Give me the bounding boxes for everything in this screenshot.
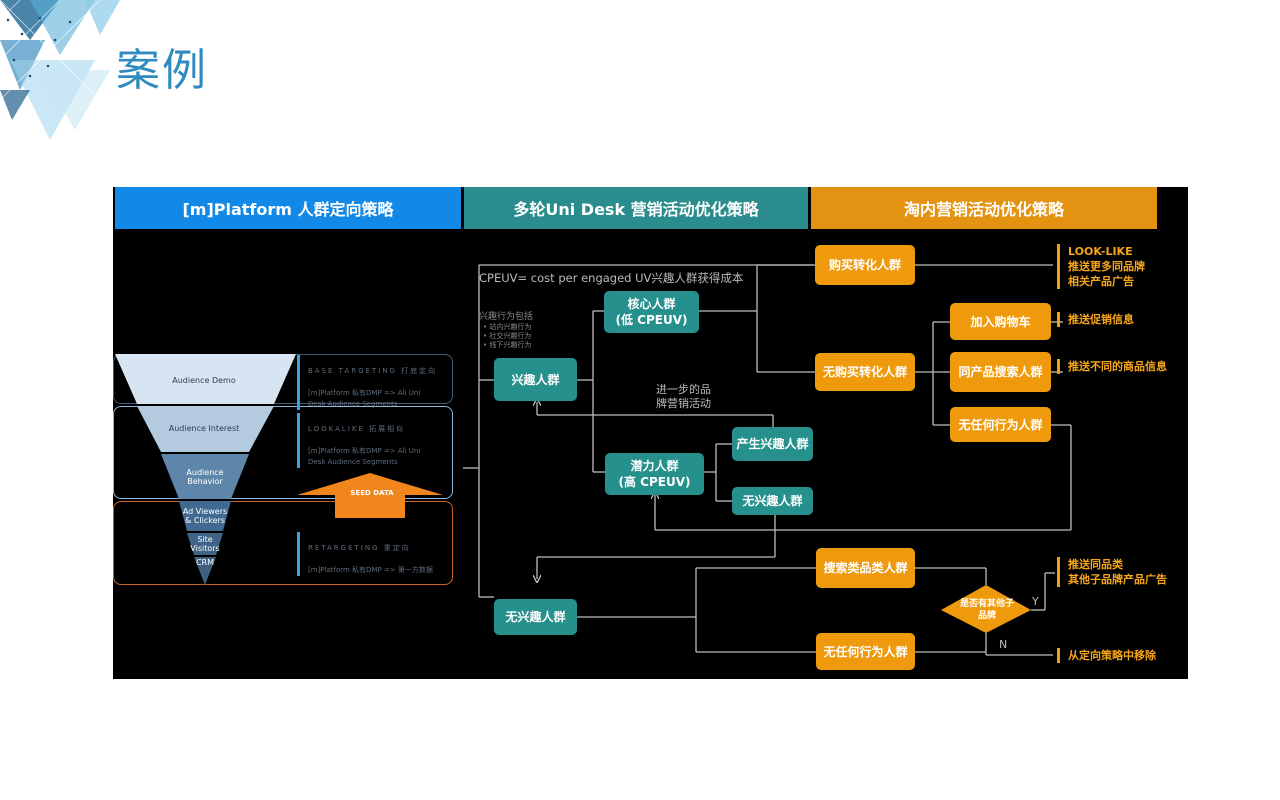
node-no-interest-small: 无兴趣人群 — [732, 487, 813, 515]
cpeuv-note: CPEUV= cost per engaged UV兴趣人群获得成本 — [479, 271, 744, 285]
node-generated-interest: 产生兴趣人群 — [732, 427, 813, 461]
decision-other-brand-label: 是否有其他子 品牌 — [959, 599, 1014, 621]
funnel-level-crm: CRM — [195, 558, 215, 567]
slide-title: 案例 — [116, 45, 208, 96]
corner-decoration — [0, 0, 120, 140]
funnel-level-site-visitors: Site Visitors — [190, 535, 220, 553]
segment-base-body: [m]Platform 私有DMP => Ali Uni Desk Audien… — [308, 389, 421, 408]
decision-diamond — [941, 585, 1031, 633]
node-no-behavior-1: 无任何行为人群 — [950, 407, 1051, 442]
segment-lookalike: LOOKALIKE 拓展相似 [m]Platform 私有DMP => Ali … — [297, 413, 458, 468]
node-purchase-conversion: 购买转化人群 — [815, 245, 915, 285]
segment-box-lookalike — [113, 406, 453, 499]
segment-base-targeting: BASE TARGETING 打底定向 [m]Platform 私有DMP =>… — [297, 355, 458, 410]
interest-behavior-item-text: 线下兴趣行为 — [489, 341, 532, 349]
header-unidesk-optimization: 多轮Uni Desk 营销活动优化策略 — [464, 187, 808, 229]
decision-no-label: N — [999, 638, 1008, 651]
header-taobao-optimization: 淘内营销活动优化策略 — [811, 187, 1157, 229]
header-platform-targeting: [m]Platform 人群定向策略 — [115, 187, 461, 229]
branding-note: 进一步的品 牌营销活动 — [656, 383, 711, 410]
note-remove-from-targeting: 从定向策略中移除 — [1057, 648, 1188, 663]
interest-behavior-item: • 社交兴趣行为 — [483, 332, 532, 340]
node-potential-audience: 潜力人群 (高 CPEUV) — [605, 453, 704, 495]
segment-retargeting-head: RETARGETING 重定向 — [308, 544, 411, 552]
interest-behavior-item-text: 社交兴趣行为 — [489, 332, 532, 340]
node-no-interest: 无兴趣人群 — [494, 599, 577, 635]
node-interest-audience: 兴趣人群 — [494, 358, 577, 401]
funnel-level-behavior: Audience Behavior — [186, 468, 224, 486]
segment-retargeting-body: [m]Platform 私有DMP => 第一方数据 — [308, 566, 433, 574]
interest-behaviors-title: 兴趣行为包括 — [479, 312, 534, 322]
segment-retargeting: RETARGETING 重定向 [m]Platform 私有DMP => 第一方… — [297, 532, 458, 576]
node-core-audience: 核心人群 (低 CPEUV) — [604, 291, 699, 333]
segment-lookalike-body: [m]Platform 私有DMP => Ali Uni Desk Audien… — [308, 447, 421, 466]
audience-funnel — [115, 354, 296, 585]
note-promotion: 推送促销信息 — [1057, 312, 1188, 327]
segment-box-retargeting — [113, 501, 453, 585]
funnel-level-ad-viewers: Ad Viewers & Clickers — [182, 507, 228, 525]
interest-behaviors-note: 兴趣行为包括 • 站内兴趣行为 • 社交兴趣行为 • 线下兴趣行为 — [479, 312, 559, 350]
node-no-behavior-2: 无任何行为人群 — [816, 633, 915, 670]
interest-behavior-item: • 站内兴趣行为 — [483, 323, 532, 331]
node-add-to-cart: 加入购物车 — [950, 303, 1051, 340]
segment-base-head: BASE TARGETING 打底定向 — [308, 367, 438, 375]
node-no-purchase-conversion: 无购买转化人群 — [815, 353, 915, 391]
segment-lookalike-head: LOOKALIKE 拓展相似 — [308, 425, 406, 433]
funnel-level-interest: Audience Interest — [168, 424, 240, 433]
interest-behavior-item-text: 站内兴趣行为 — [489, 323, 532, 331]
decision-yes-label: Y — [1032, 595, 1039, 608]
seed-data-label: SEED DATA — [350, 489, 394, 497]
note-same-category: 推送同品类 其他子品牌产品广告 — [1057, 557, 1188, 587]
interest-behavior-item: • 线下兴趣行为 — [483, 341, 532, 349]
strategy-diagram: [m]Platform 人群定向策略 多轮Uni Desk 营销活动优化策略 淘… — [113, 187, 1188, 679]
funnel-level-demo: Audience Demo — [172, 376, 236, 385]
note-different-products: 推送不同的商品信息 — [1057, 359, 1188, 374]
node-same-product-search: 同产品搜索人群 — [950, 352, 1051, 392]
seed-data-arrow — [297, 473, 443, 518]
connector-lines — [463, 264, 1072, 656]
note-lookalike: LOOK-LIKE 推送更多同品牌 相关产品广告 — [1057, 244, 1188, 289]
node-category-search: 搜索类品类人群 — [816, 548, 915, 588]
